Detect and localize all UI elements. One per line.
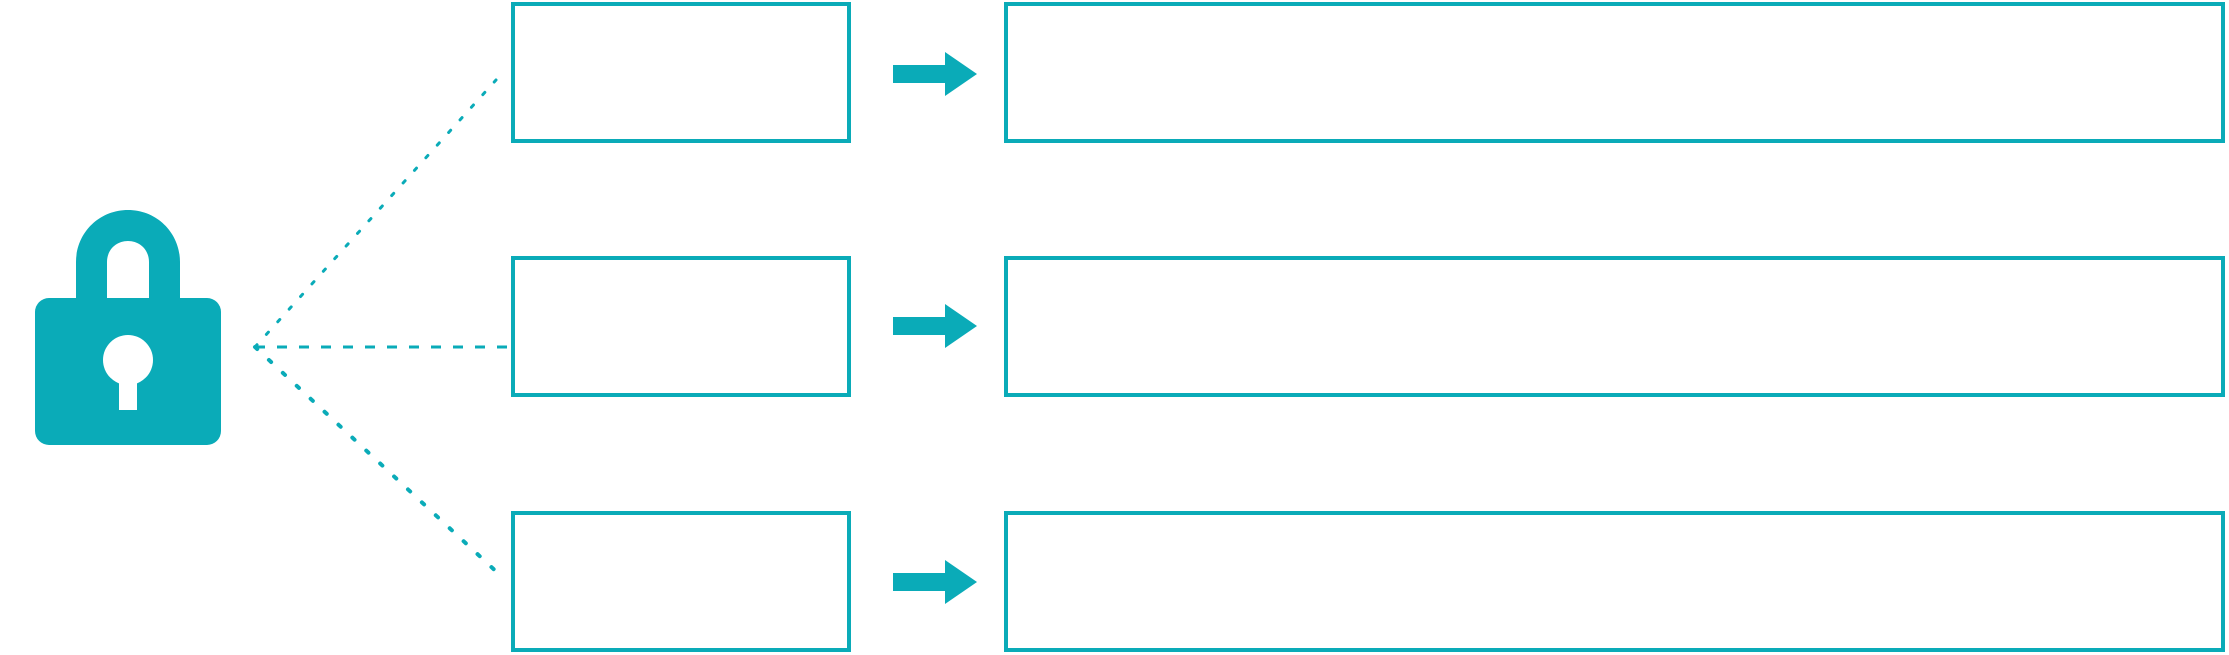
flow-row bbox=[0, 2, 2229, 143]
stage-box-right[interactable] bbox=[1004, 256, 2225, 397]
stage-box-left[interactable] bbox=[511, 2, 851, 143]
stage-box-left[interactable] bbox=[511, 256, 851, 397]
stage-box-right-label bbox=[1008, 6, 2221, 139]
stage-box-left[interactable] bbox=[511, 511, 851, 652]
arrow-right-icon bbox=[893, 52, 977, 96]
arrow-right-icon bbox=[893, 560, 977, 604]
stage-box-left-label bbox=[515, 6, 847, 139]
stage-box-left-label bbox=[515, 515, 847, 648]
stage-box-left-label bbox=[515, 260, 847, 393]
stage-box-right[interactable] bbox=[1004, 511, 2225, 652]
flow-row bbox=[0, 256, 2229, 397]
stage-box-right-label bbox=[1008, 515, 2221, 648]
stage-box-right[interactable] bbox=[1004, 2, 2225, 143]
padlock-icon bbox=[28, 210, 228, 445]
flow-row bbox=[0, 511, 2229, 652]
arrow-right-icon bbox=[893, 304, 977, 348]
stage-box-right-label bbox=[1008, 260, 2221, 393]
